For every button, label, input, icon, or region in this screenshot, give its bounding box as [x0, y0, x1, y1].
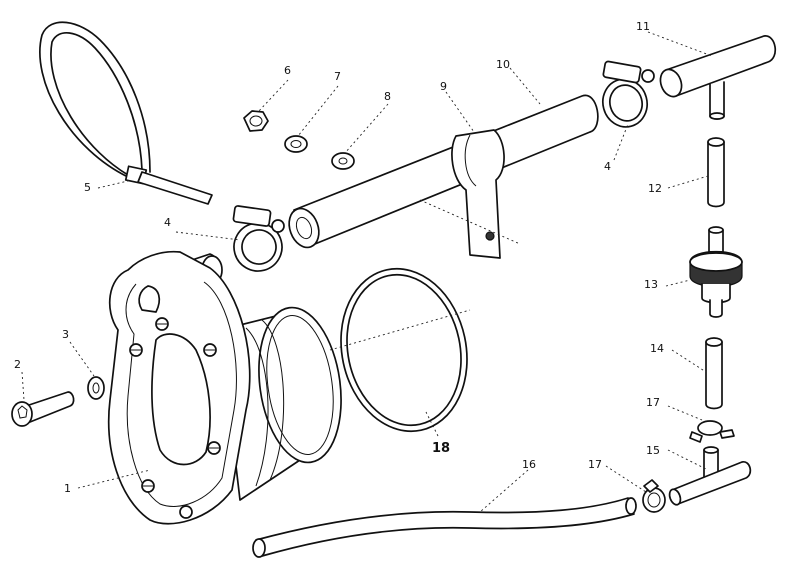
label-13: 13 [644, 278, 658, 291]
label-2: 2 [14, 358, 21, 371]
hose-clamp-upper [602, 60, 655, 128]
leader-lines [21, 31, 713, 513]
check-valve [689, 226, 743, 318]
hose-clamp-lower [232, 205, 285, 272]
tube-lower [705, 337, 723, 410]
label-7: 7 [334, 70, 341, 83]
label-12: 12 [648, 182, 662, 195]
label-14: 14 [650, 342, 664, 355]
o-ring [340, 267, 468, 433]
label-4-lower: 4 [164, 216, 171, 229]
label-15: 15 [646, 444, 660, 457]
label-8: 8 [384, 90, 391, 103]
label-11: 11 [636, 20, 650, 33]
small-clamp-lower [642, 479, 666, 513]
lock-washer [284, 135, 308, 153]
short-tube [707, 137, 725, 208]
label-4-upper: 4 [604, 160, 611, 173]
hex-nut [243, 110, 269, 132]
mounting-bracket [451, 129, 505, 259]
label-1: 1 [64, 482, 71, 495]
label-17-upper: 17 [646, 396, 660, 409]
label-3: 3 [62, 328, 69, 341]
vacuum-pump-body [107, 250, 342, 525]
long-tube [288, 94, 599, 249]
label-6: 6 [284, 64, 291, 77]
vacuum-hose [252, 497, 637, 558]
t-fitting-upper [659, 35, 777, 120]
label-18: 18 [432, 441, 450, 456]
label-9: 9 [440, 80, 447, 93]
t-fitting-lower [668, 446, 752, 506]
label-5: 5 [84, 181, 91, 194]
flat-washer [331, 152, 355, 170]
small-clamp-upper [689, 420, 735, 443]
screw-washer [87, 376, 105, 400]
label-17-lower: 17 [588, 458, 602, 471]
socket-head-screw [11, 391, 75, 427]
cable-tie [39, 21, 213, 205]
label-16: 16 [522, 458, 536, 471]
part-labels: 1 2 3 4 5 6 7 8 9 10 4 11 12 13 14 17 15… [14, 20, 664, 495]
label-10: 10 [496, 58, 510, 71]
